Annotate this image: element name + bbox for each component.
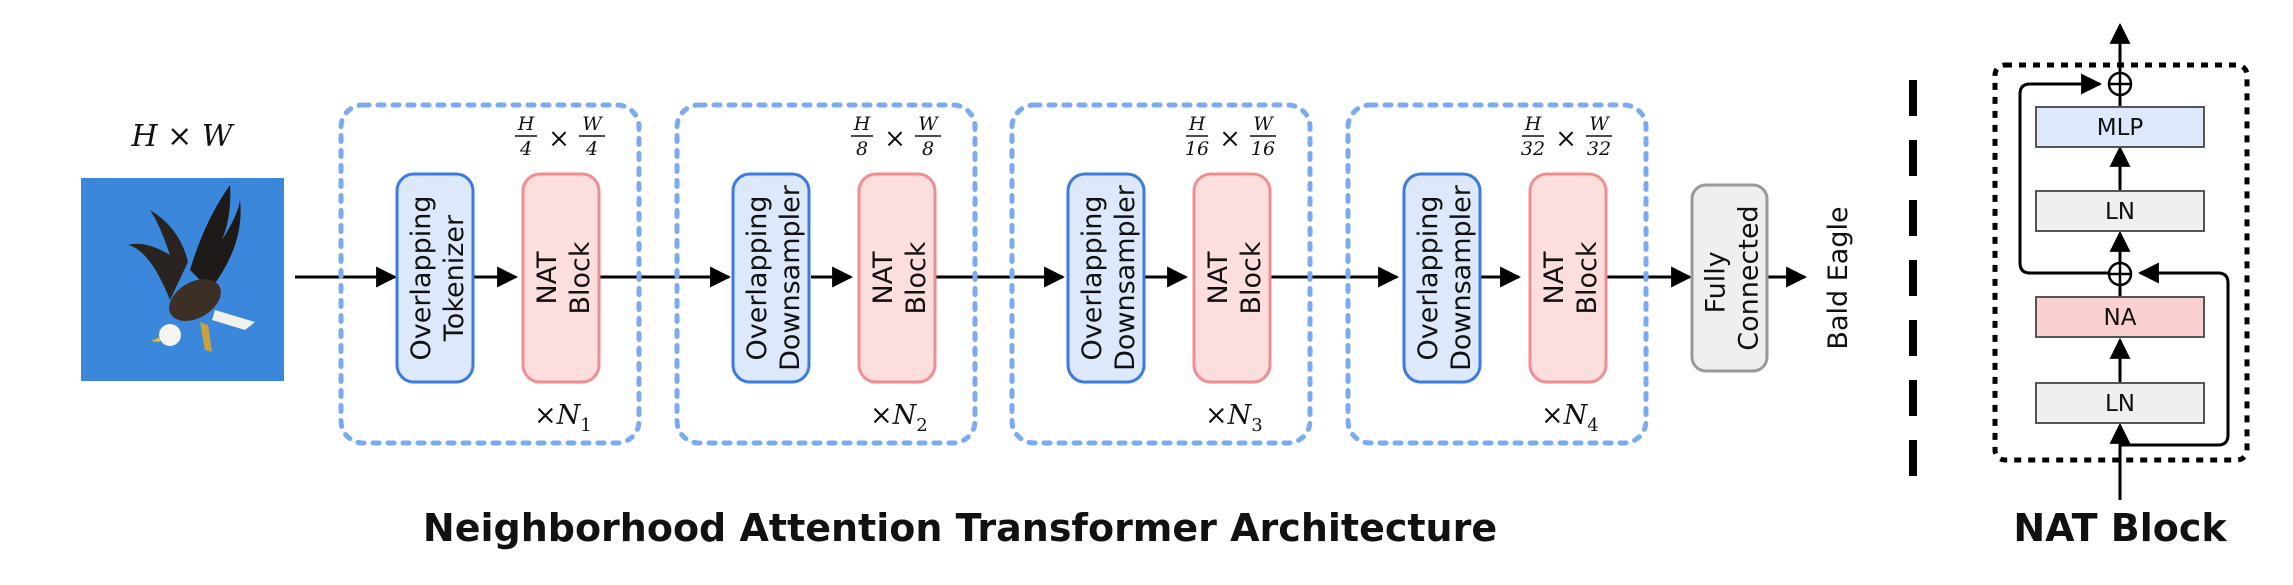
resolution-h-denominator: 8 (856, 138, 868, 160)
input-size-label: H × W (130, 119, 234, 154)
nat-block-label: NATBlock (868, 241, 932, 314)
times-symbol: × (884, 124, 906, 154)
resolution-w-numerator: W (1589, 113, 1610, 135)
times-symbol: × (1219, 124, 1241, 154)
resolution-w-numerator: W (918, 113, 939, 135)
nat-block (521, 172, 601, 384)
resolution-h-denominator: 4 (519, 138, 532, 160)
stage-3: OverlappingDownsampler NATBlock H 16 × W 16 ×N3 (1009, 102, 1313, 446)
overlapping-downsampler-block (1066, 172, 1146, 384)
resolution-w-denominator: 16 (1251, 138, 1275, 160)
resolution-w-denominator: 8 (922, 138, 934, 160)
output-label: Bald Eagle (1823, 206, 1854, 349)
stage-1: OverlappingTokenizer NATBlock H 4 × W 4 ×N1 (338, 102, 642, 446)
nat-block-label: NATBlock (1203, 241, 1267, 314)
overlapping-tokenizer-block (395, 172, 475, 384)
overlapping-downsampler-block (1402, 172, 1482, 384)
times-symbol: × (1555, 124, 1577, 154)
nat-block-label: NATBlock (1539, 241, 1603, 314)
repeat-label: ×N3 (1205, 400, 1263, 436)
mlp-layer-label: MLP (2097, 115, 2144, 141)
nat-block-label: NATBlock (532, 241, 596, 314)
stage-border (674, 102, 978, 446)
repeat-label: ×N4 (1541, 400, 1599, 436)
times-symbol: × (548, 124, 570, 154)
resolution-w-numerator: W (1253, 113, 1274, 135)
nat-block-title: NAT Block (2013, 506, 2227, 550)
resolution-w-denominator: 4 (585, 138, 598, 160)
resolution-h-denominator: 16 (1185, 138, 1209, 160)
resolution-label: H 4 × W 4 (515, 113, 605, 160)
resolution-h-numerator: H (1188, 113, 1206, 135)
resolution-label: H 8 × W 8 (851, 113, 941, 160)
resolution-h-numerator: H (1524, 113, 1542, 135)
ln-layer-bottom-label: LN (2105, 391, 2135, 417)
fully-connected-label: Fully Connected (1701, 205, 1765, 350)
main-title: Neighborhood Attention Transformer Archi… (423, 506, 1497, 550)
resolution-w-denominator: 32 (1587, 138, 1611, 160)
first-block-label: OverlappingDownsampler (1413, 184, 1477, 371)
mlp-layer (2035, 106, 2205, 148)
ln-layer-top (2035, 190, 2205, 232)
input-eagle-image (81, 178, 284, 381)
nat-block (1528, 172, 1608, 384)
repeat-label: ×N1 (534, 400, 592, 436)
first-block-label: OverlappingDownsampler (742, 184, 806, 371)
resolution-w-numerator: W (582, 113, 603, 135)
resolution-label: H 16 × W 16 (1185, 113, 1276, 160)
ln-layer-bottom (2035, 382, 2205, 424)
residual-add-icon-middle (2107, 261, 2133, 287)
na-layer (2035, 296, 2205, 338)
nat-block-detail: MLP LN NA LN (1992, 22, 2250, 500)
resolution-h-numerator: H (517, 113, 535, 135)
overlapping-downsampler-block (731, 172, 811, 384)
stage-border (1345, 102, 1649, 446)
stage-4: OverlappingDownsampler NATBlock H 32 × W 32 ×N4 (1345, 102, 1649, 446)
na-layer-label: NA (2104, 305, 2137, 331)
stage-2: OverlappingDownsampler NATBlock H 8 × W 8 ×N2 (674, 102, 978, 446)
first-block-label: OverlappingTokenizer (406, 195, 470, 360)
nat-block (1192, 172, 1272, 384)
first-block-label: OverlappingDownsampler (1077, 184, 1141, 371)
nat-block (857, 172, 937, 384)
repeat-label: ×N2 (870, 400, 928, 436)
ln-layer-top-label: LN (2105, 199, 2135, 225)
resolution-h-denominator: 32 (1521, 138, 1545, 160)
residual-add-icon-top (2107, 71, 2133, 97)
nat-residual-path-2 (2018, 73, 2120, 275)
resolution-h-numerator: H (853, 113, 871, 135)
resolution-label: H 32 × W 32 (1521, 113, 1612, 160)
fully-connected-block (1690, 183, 1769, 373)
stage-border (1009, 102, 1313, 446)
stage-border (338, 102, 642, 446)
nat-residual-path-1 (2120, 262, 2230, 447)
